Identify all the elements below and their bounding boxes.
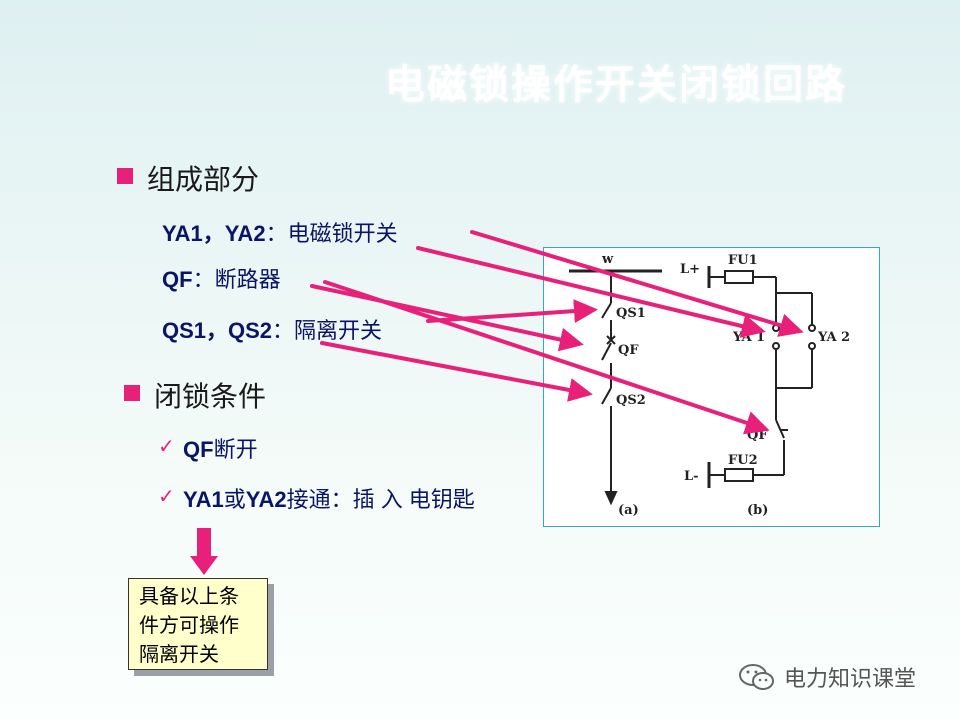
composition-item-ya: YA1，YA2：电磁锁开关: [162, 216, 398, 248]
label-ya1: YA 1: [733, 330, 766, 345]
item-desc: 接通：插 入 电钥匙: [286, 487, 475, 512]
item-desc: 或: [223, 487, 246, 512]
watermark: 电力知识课堂: [738, 657, 916, 697]
note-box: 具备以上条 件方可操作 隔离开关: [128, 578, 268, 670]
label-fu1: FU1: [728, 253, 758, 268]
fuse-fu1: [724, 270, 754, 284]
label-qf-a: QF: [618, 343, 639, 358]
item-desc: ：断路器: [192, 267, 281, 292]
composition-item-qf: QF：断路器: [162, 262, 281, 294]
circuit-drawing: [569, 266, 816, 506]
label-fu2: FU2: [728, 453, 758, 468]
qs2-blade: [601, 387, 612, 405]
label-b: (b): [747, 503, 769, 518]
note-line: 具备以上条: [139, 584, 239, 608]
ya2-contact: [808, 324, 816, 332]
watermark-text: 电力知识课堂: [784, 667, 917, 692]
item-desc: 断开: [213, 437, 258, 462]
check-icon: ✓: [158, 434, 175, 458]
bullet-square: [117, 168, 133, 184]
label-a: (a): [618, 503, 639, 518]
arrow-down: [604, 491, 618, 506]
composition-heading: 组成部分: [147, 163, 260, 196]
item-code: QS1，QS2: [162, 318, 273, 343]
label-qf-b: QF: [747, 428, 768, 443]
item-code: YA1: [183, 487, 224, 512]
qf-blade: [601, 342, 612, 361]
slide-title: 电磁锁操作开关闭锁回路: [385, 62, 847, 108]
item-code: YA1，YA2: [162, 221, 266, 246]
bullet-square: [124, 385, 140, 401]
ya1-contact: [772, 342, 780, 350]
qs1-blade: [601, 302, 612, 319]
ya2-contact: [808, 342, 816, 350]
item-code: QF: [162, 267, 193, 292]
item-code: YA2: [245, 487, 287, 512]
label-l-plus: L+: [680, 262, 701, 277]
label-l-minus: L-: [684, 469, 699, 484]
note-line: 件方可操作: [139, 613, 239, 637]
item-code: QF: [183, 437, 214, 462]
interlock-heading: 闭锁条件: [154, 380, 267, 413]
note-line: 隔离开关: [139, 642, 219, 666]
check-icon: ✓: [158, 484, 175, 508]
label-w: w: [602, 252, 614, 267]
label-ya2: YA 2: [818, 330, 851, 345]
fuse-fu2: [724, 468, 754, 482]
item-desc: ：隔离开关: [272, 318, 383, 343]
wechat-icon: [739, 664, 774, 690]
item-desc: ：电磁锁开关: [265, 221, 398, 246]
interlock-item-ya: YA1或YA2接通：插 入 电钥匙: [183, 482, 475, 514]
label-qs2: QS2: [616, 393, 646, 408]
composition-item-qs: QS1，QS2：隔离开关: [162, 313, 382, 345]
interlock-item-qf: QF断开: [183, 432, 258, 464]
circuit-diagram: w QS1 QF QS2 (a) L+ FU1 YA 1 YA 2 QF L- …: [543, 247, 880, 527]
ya1-contact: [772, 324, 780, 332]
label-qs1: QS1: [616, 306, 646, 321]
